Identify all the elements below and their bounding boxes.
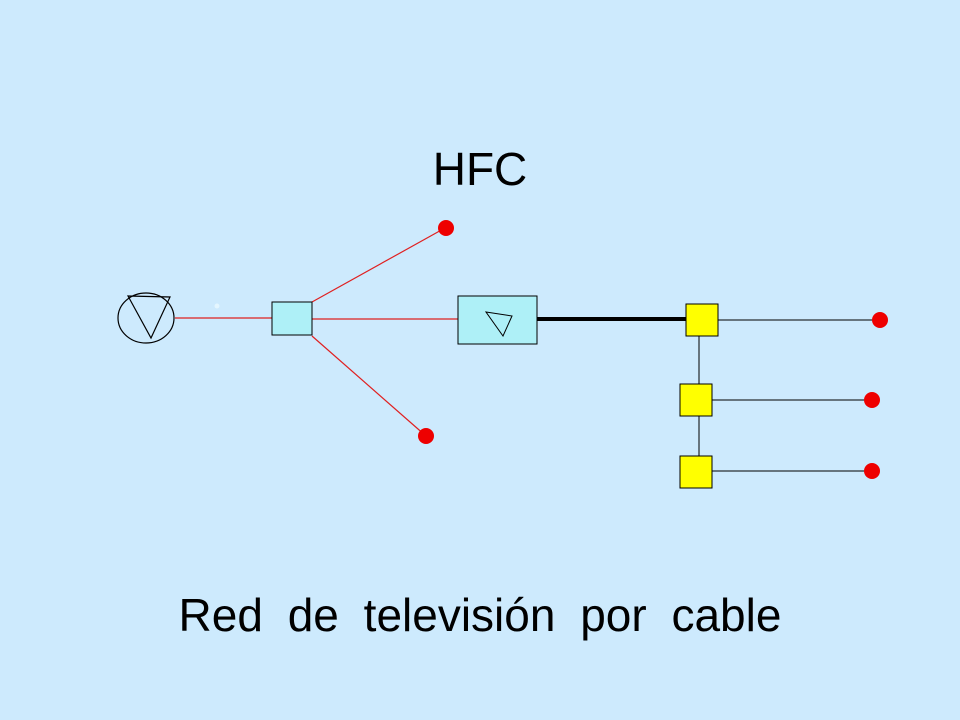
tap-box-2 <box>679 383 713 417</box>
triangle-in-circle-icon <box>117 292 175 344</box>
tap-box-3 <box>679 455 713 489</box>
end-node-upper <box>438 220 454 236</box>
slide-title: HFC <box>432 143 528 195</box>
end-node-tap3 <box>864 463 880 479</box>
splitter-to-lower-node-line <box>311 335 427 437</box>
slide-subtitle: Red de televisión por cable <box>178 589 782 641</box>
splitter-box <box>271 301 313 336</box>
splitter-to-upper-node-line <box>311 227 446 303</box>
end-node-tap2 <box>864 392 880 408</box>
small-dot <box>214 303 220 309</box>
triangle-in-box-icon <box>457 295 538 345</box>
end-node-lower <box>418 428 434 444</box>
tap-box-1 <box>685 303 719 337</box>
end-node-tap1 <box>872 312 888 328</box>
